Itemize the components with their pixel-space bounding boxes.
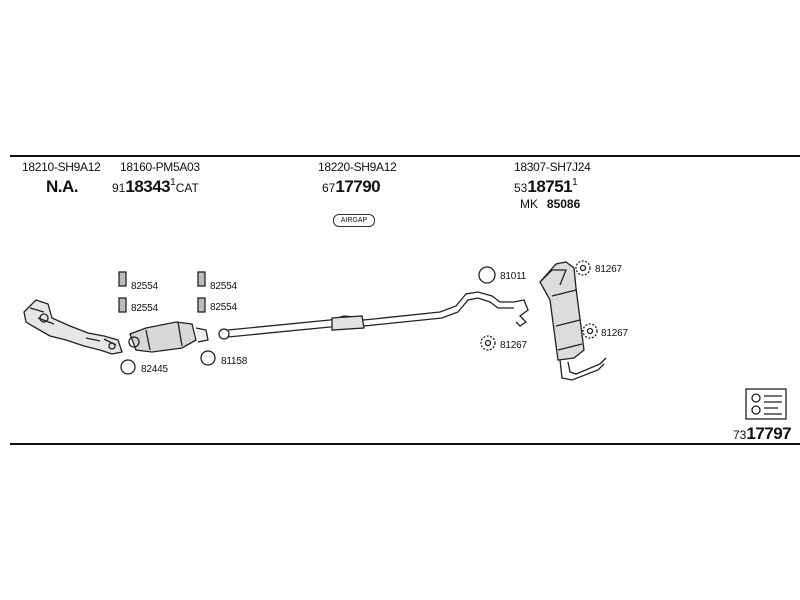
ref-prefix-2: 91 (112, 181, 126, 195)
hanger-label-2: 81267 (595, 264, 622, 275)
spring-clamp-icons (118, 271, 206, 313)
gasket-ring-icons (120, 266, 496, 375)
hanger-label-1: 81267 (500, 340, 527, 351)
ref-main-4: 18751 (527, 177, 573, 196)
clamp-label-2: 82554 (131, 303, 158, 314)
ref-main-3: 17790 (335, 177, 381, 196)
ring-label-1: 82445 (141, 364, 168, 375)
assembly-kit-icon (745, 388, 787, 420)
ring-label-2: 81158 (221, 356, 248, 367)
ring-label-3: 81011 (500, 271, 527, 282)
rear-silencer (539, 261, 607, 381)
top-divider (10, 155, 800, 157)
oe-number-3: 18220-SH9A12 (318, 160, 397, 174)
mk-number: 85086 (546, 197, 581, 211)
mk-label: MK (520, 197, 538, 211)
ref-number-1: N.A. (46, 177, 79, 196)
kit-main: 17797 (746, 424, 792, 443)
kit-number: 7317797 (733, 424, 792, 444)
link-pipe (513, 299, 529, 327)
ref-number-2: 91183431CAT (112, 177, 199, 197)
airgap-badge: AIRGAP (333, 214, 375, 227)
ref-prefix-4: 53 (514, 181, 528, 195)
kit-prefix: 73 (733, 428, 747, 442)
clamp-label-4: 82554 (210, 302, 237, 313)
ref-mark-2: 1 (170, 177, 176, 188)
oe-number-2: 18160-PM5A03 (120, 160, 200, 174)
front-pipe (23, 299, 123, 355)
oe-number-4: 18307-SH7J24 (514, 160, 591, 174)
middle-pipe (218, 291, 514, 340)
ref-mark-4: 1 (572, 177, 578, 188)
mk-ref: MK 85086 (520, 195, 580, 213)
hanger-icons (480, 260, 598, 351)
hanger-label-3: 81267 (601, 328, 628, 339)
ref-prefix-3: 67 (322, 181, 336, 195)
cat-suffix: CAT (175, 181, 199, 195)
ref-main-2: 18343 (125, 177, 171, 196)
clamp-label-1: 82554 (131, 281, 158, 292)
ref-number-3: 6717790 (322, 177, 381, 197)
catalytic-converter (128, 321, 209, 353)
ref-number-4: 53187511 (514, 177, 578, 197)
oe-number-1: 18210-SH9A12 (22, 160, 101, 174)
bottom-divider (10, 443, 800, 445)
clamp-label-3: 82554 (210, 281, 237, 292)
